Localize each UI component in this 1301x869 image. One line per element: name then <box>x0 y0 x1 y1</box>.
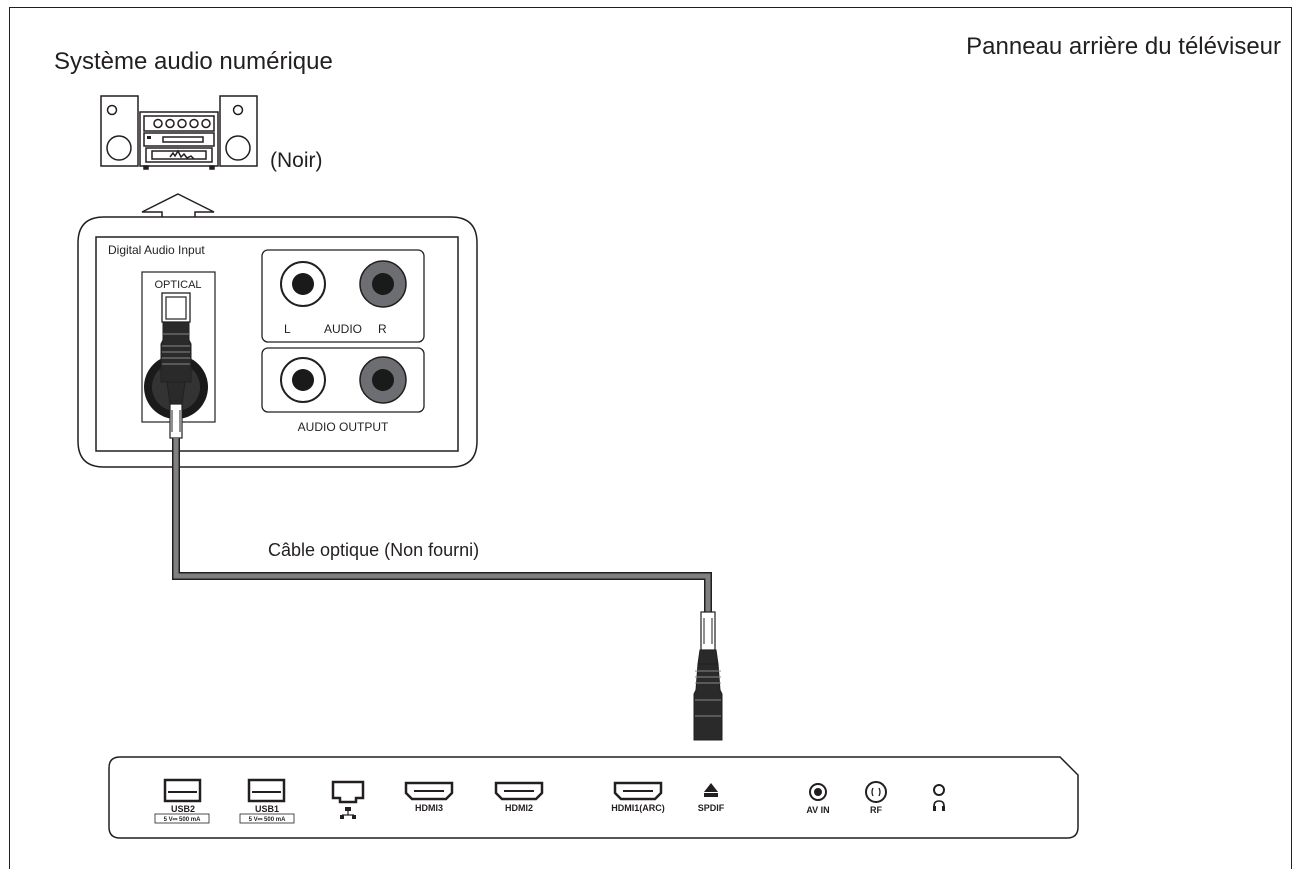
av-jack-icon <box>809 783 827 801</box>
audio-system-title: Système audio numérique <box>54 48 333 75</box>
up-arrow-icon <box>141 193 215 219</box>
audio-output-label: AUDIO OUTPUT <box>298 420 389 434</box>
usb2-label: USB2 <box>171 804 195 814</box>
usb1-port: USB1 5 V⎓ 500 mA <box>239 778 295 824</box>
av-in-label: AV IN <box>806 805 829 815</box>
hdmi-port-icon <box>613 781 663 801</box>
usb2-port: USB2 5 V⎓ 500 mA <box>154 778 210 824</box>
optical-plug-icon <box>160 292 192 439</box>
usb2-rating: 5 V⎓ 500 mA <box>164 817 201 823</box>
tv-back-panel <box>108 756 1079 839</box>
headphone-port <box>933 784 945 811</box>
spdif-label: SPDIF <box>698 803 725 813</box>
rf-port: RF <box>865 781 887 815</box>
optical-plug-icon <box>693 611 723 741</box>
hdmi-port-icon <box>494 781 544 801</box>
av-in-port: AV IN <box>806 783 830 815</box>
audio-output-left-jack <box>280 357 326 403</box>
spdif-port: SPDIF <box>698 783 725 813</box>
hdmi1-label: HDMI1(ARC) <box>611 803 665 813</box>
hdmi-port-icon <box>404 781 454 801</box>
diagram-frame <box>9 7 1292 869</box>
audio-left-jack <box>280 261 326 307</box>
audio-right-label: R <box>378 322 387 336</box>
rf-jack-icon <box>865 781 887 803</box>
stereo-system-icon <box>100 95 258 170</box>
tv-back-panel-title: Panneau arrière du téléviseur <box>966 33 1281 60</box>
hdmi3-label: HDMI3 <box>415 803 443 813</box>
usb-port-icon <box>163 778 202 803</box>
color-note: (Noir) <box>270 149 323 172</box>
usb1-label: USB1 <box>255 804 279 814</box>
hdmi3-port: HDMI3 <box>404 781 454 813</box>
usb1-rating: 5 V⎓ 500 mA <box>249 817 286 823</box>
audio-left-label: L <box>284 322 291 336</box>
usb-port-icon <box>247 778 286 803</box>
hdmi2-port: HDMI2 <box>494 781 544 813</box>
audio-label: AUDIO <box>324 322 362 336</box>
hdmi1-port: HDMI1(ARC) <box>611 781 665 813</box>
cable-label: Câble optique (Non fourni) <box>268 540 479 560</box>
hdmi2-label: HDMI2 <box>505 803 533 813</box>
rf-label: RF <box>870 805 882 815</box>
digital-audio-input-label: Digital Audio Input <box>108 243 205 257</box>
spdif-icon <box>704 783 718 792</box>
optical-label: OPTICAL <box>154 279 201 291</box>
headphone-icon <box>933 800 945 811</box>
ethernet-port-icon <box>331 780 365 819</box>
